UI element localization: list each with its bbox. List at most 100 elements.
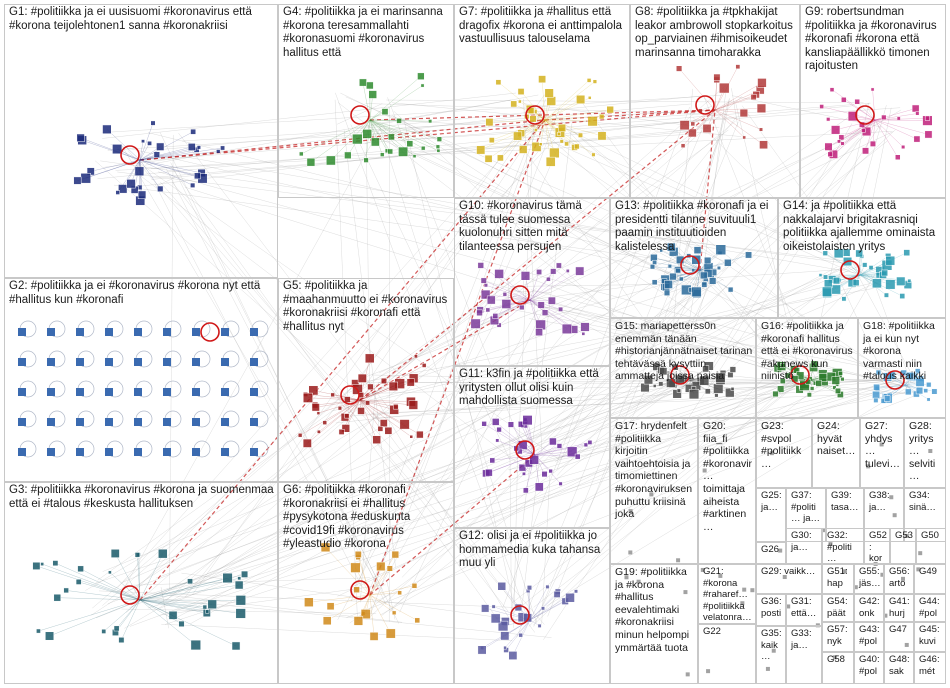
group-g40[interactable]: G40: #pol… (854, 652, 884, 684)
group-label: G5: #politiikka ja #maahanmuutto ei #kor… (283, 280, 451, 334)
group-g52[interactable]: G52: kor… (864, 528, 890, 564)
group-label: G19: #politiikka ja #korona #hallitus ee… (615, 566, 695, 654)
group-label: G40: #pol… (859, 654, 881, 684)
group-label: G13: #politiikka #koronafi ja ei preside… (615, 200, 775, 254)
group-g42[interactable]: G42: onk… (854, 594, 884, 622)
group-g15[interactable]: G15: mariapetterss0n enemmän tänään #his… (610, 318, 756, 418)
group-g55[interactable]: G55: jäs… (854, 564, 884, 594)
group-label: G12: olisi ja ei #politiikka jo hommamed… (459, 530, 607, 571)
group-label: G17: hrydenfelt #politiikka kirjoitin va… (615, 420, 695, 521)
group-label: G6: #politiikka #koronafi #koronakriisi … (283, 484, 451, 552)
group-g29[interactable]: G29: vaikk… (756, 564, 822, 594)
group-g8[interactable]: G8: #politiikka ja #tpkhakijat leakor am… (630, 4, 800, 198)
group-label: G58 (827, 654, 851, 666)
group-label: G47 (889, 624, 911, 636)
group-g49[interactable]: G49 (914, 564, 946, 594)
group-label: G21: #korona #raharef… #politiikka velat… (703, 566, 753, 624)
group-g57[interactable]: G57: nyk… (822, 622, 854, 652)
group-g19[interactable]: G19: #politiikka ja #korona #hallitus ee… (610, 564, 698, 684)
group-label: G14: ja #politiikka että nakkalajarvi br… (783, 200, 943, 254)
group-g22[interactable]: G22 (698, 624, 756, 684)
group-g32[interactable]: G32: #politi… (822, 528, 864, 564)
group-g45[interactable]: G45: kuvi… (914, 622, 946, 652)
group-g25[interactable]: G25: ja… (756, 488, 786, 542)
group-label: G57: nyk… (827, 624, 851, 652)
group-g4[interactable]: G4: #politiikka ja ei marinsanna #korona… (278, 4, 454, 198)
group-g23[interactable]: G23: #svpol #politiikk… (756, 418, 812, 488)
group-label: G18: #politiikka ja ei kun nyt #korona v… (863, 320, 943, 383)
group-label: G45: kuvi… (919, 624, 943, 652)
group-g41[interactable]: G41: hurj… (884, 594, 914, 622)
group-label: G42: onk… (859, 596, 881, 622)
group-label: G48: sak… (889, 654, 911, 684)
group-label: G53 (895, 530, 913, 542)
group-label: G26 (761, 544, 783, 556)
group-g6[interactable]: G6: #politiikka #koronafi #koronakriisi … (278, 482, 454, 684)
group-g26[interactable]: G26 (756, 542, 786, 564)
group-label: G51: hap… (827, 566, 851, 594)
group-label: G49 (919, 566, 943, 578)
group-g18[interactable]: G18: #politiikka ja ei kun nyt #korona v… (858, 318, 946, 418)
group-label: G32: #politi… (827, 530, 861, 564)
group-g58[interactable]: G58 (822, 652, 854, 684)
group-label: G33: ja… (791, 628, 819, 651)
group-g50[interactable]: G50 (916, 528, 946, 564)
group-label: G44: #pol… (919, 596, 943, 622)
group-label: G15: mariapetterss0n enemmän tänään #his… (615, 320, 753, 383)
group-g7[interactable]: G7: #politiikka ja #hallitus että dragof… (454, 4, 630, 198)
group-label: G22 (703, 626, 753, 638)
group-label: G46: mét… (919, 654, 943, 684)
group-label: G37: #politi… ja… (791, 490, 823, 525)
group-label: G56: arto… (889, 566, 911, 594)
group-label: G35: kaik… (761, 628, 783, 663)
group-label: G30: ja… (791, 530, 819, 553)
group-g36[interactable]: G36: posti… (756, 594, 786, 626)
group-g5[interactable]: G5: #politiikka ja #maahanmuutto ei #kor… (278, 278, 454, 482)
group-g21[interactable]: G21: #korona #raharef… #politiikka velat… (698, 564, 756, 624)
group-g3[interactable]: G3: #politiikka #koronavirus #korona ja … (4, 482, 278, 684)
group-g33[interactable]: G33: ja… (786, 626, 822, 684)
group-g53[interactable]: G53 (890, 528, 916, 564)
group-g17[interactable]: G17: hrydenfelt #politiikka kirjoitin va… (610, 418, 698, 564)
group-g2[interactable]: G2: #politiikka ja ei #koronavirus #koro… (4, 278, 278, 482)
group-g14[interactable]: G14: ja #politiikka että nakkalajarvi br… (778, 198, 946, 318)
group-label: G25: ja… (761, 490, 783, 513)
group-g9[interactable]: G9: robertsundman #politiikka ja #korona… (800, 4, 946, 198)
group-label: G1: #politiikka ja ei uusisuomi #koronav… (9, 6, 275, 33)
group-label: G29: vaikk… (761, 566, 819, 578)
group-g28[interactable]: G28: yritys… selviti… (904, 418, 946, 488)
group-g51[interactable]: G51: hap… (822, 564, 854, 594)
group-g54[interactable]: G54: päät… (822, 594, 854, 622)
group-g27[interactable]: G27: yhdys… tulevi… (860, 418, 904, 488)
group-label: G50 (921, 530, 943, 542)
group-g43[interactable]: G43: #pol… (854, 622, 884, 652)
group-label: G31: että… (791, 596, 819, 619)
group-g35[interactable]: G35: kaik… (756, 626, 786, 684)
group-label: G27: yhdys… tulevi… (865, 420, 901, 470)
group-label: G24: hyvät naiset… (817, 420, 857, 458)
group-label: G16: #politiikka ja #koronafi hallitus e… (761, 320, 855, 383)
group-g10[interactable]: G10: #koronavirus tämä tässä tulee suome… (454, 198, 610, 366)
group-g1[interactable]: G1: #politiikka ja ei uusisuomi #koronav… (4, 4, 278, 278)
group-label: G28: yritys… selviti… (909, 420, 943, 483)
group-g47[interactable]: G47 (884, 622, 914, 652)
group-label: G55: jäs… (859, 566, 881, 589)
group-g13[interactable]: G13: #politiikka #koronafi ja ei preside… (610, 198, 778, 318)
group-g20[interactable]: G20: fiia_fi #politiikka #koronavir… toi… (698, 418, 756, 564)
group-label: G36: posti… (761, 596, 783, 626)
group-label: G38: ja… (869, 490, 901, 513)
group-g44[interactable]: G44: #pol… (914, 594, 946, 622)
group-g46[interactable]: G46: mét… (914, 652, 946, 684)
group-label: G4: #politiikka ja ei marinsanna #korona… (283, 6, 451, 60)
group-g24[interactable]: G24: hyvät naiset… (812, 418, 860, 488)
group-g31[interactable]: G31: että… (786, 594, 822, 626)
group-g16[interactable]: G16: #politiikka ja #koronafi hallitus e… (756, 318, 858, 418)
group-g56[interactable]: G56: arto… (884, 564, 914, 594)
group-g12[interactable]: G12: olisi ja ei #politiikka jo hommamed… (454, 528, 610, 684)
group-label: G20: fiia_fi #politiikka #koronavir… toi… (703, 420, 753, 533)
group-g30[interactable]: G30: ja… (786, 528, 822, 564)
group-label: G23: #svpol #politiikk… (761, 420, 809, 470)
group-g48[interactable]: G48: sak… (884, 652, 914, 684)
group-label: G43: #pol… (859, 624, 881, 652)
group-g11[interactable]: G11: k3fin ja #politiikka että yritysten… (454, 366, 610, 528)
